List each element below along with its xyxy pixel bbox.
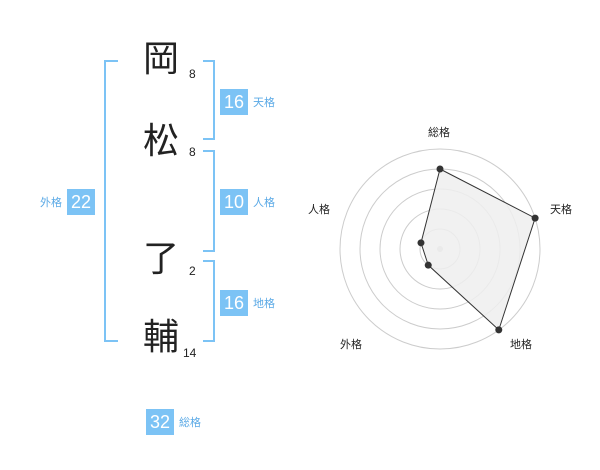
chikaku-bracket (203, 260, 215, 342)
gaikaku-label: 外格 (40, 196, 62, 209)
tenkaku-badge: 16 天格 (220, 89, 275, 115)
gaikaku-badge: 外格 22 (40, 189, 95, 215)
tenkaku-label: 天格 (253, 96, 275, 109)
name-char-1: 岡 (143, 39, 180, 80)
radar-center-dot (437, 246, 443, 252)
name-char-3: 了 (143, 239, 180, 280)
jinkaku-label: 人格 (253, 196, 275, 209)
radar-label-soukaku: 総格 (428, 126, 450, 139)
radar-label-chikaku: 地格 (510, 338, 532, 351)
jinkaku-value: 10 (220, 189, 248, 215)
radar-point-0 (436, 165, 444, 173)
soukaku-value: 32 (146, 409, 174, 435)
radar-point-1 (531, 214, 539, 222)
stroke-count-4: 14 (183, 346, 197, 360)
chikaku-label: 地格 (253, 297, 275, 310)
radar-ring-5 (339, 148, 541, 350)
stroke-count-2: 8 (189, 145, 196, 159)
radar-point-3 (424, 261, 432, 269)
jinkaku-badge: 10 人格 (220, 189, 275, 215)
chikaku-value: 16 (220, 290, 248, 316)
radar-point-4 (417, 239, 425, 247)
radar-ring-3 (379, 188, 501, 310)
stroke-count-1: 8 (189, 67, 196, 81)
name-char-2: 松 (143, 121, 180, 162)
radar-label-tenkaku: 天格 (550, 203, 572, 216)
gaikaku-bracket (104, 60, 118, 342)
tenkaku-bracket (203, 60, 215, 140)
jinkaku-bracket (203, 150, 215, 252)
soukaku-label: 総格 (179, 416, 201, 429)
radar-series-polygon (420, 168, 536, 331)
radar-ring-1 (419, 228, 461, 270)
radar-label-gaikaku: 外格 (340, 338, 362, 351)
soukaku-badge: 32 総格 (146, 409, 201, 435)
radar-ring-2 (399, 208, 481, 290)
radar-point-2 (495, 326, 503, 334)
name-char-4: 輔 (143, 317, 180, 358)
chikaku-badge: 16 地格 (220, 290, 275, 316)
radar-ring-4 (359, 168, 521, 330)
stroke-count-3: 2 (189, 264, 196, 278)
gaikaku-value: 22 (67, 189, 95, 215)
tenkaku-value: 16 (220, 89, 248, 115)
radar-label-jinkaku: 人格 (308, 203, 330, 216)
